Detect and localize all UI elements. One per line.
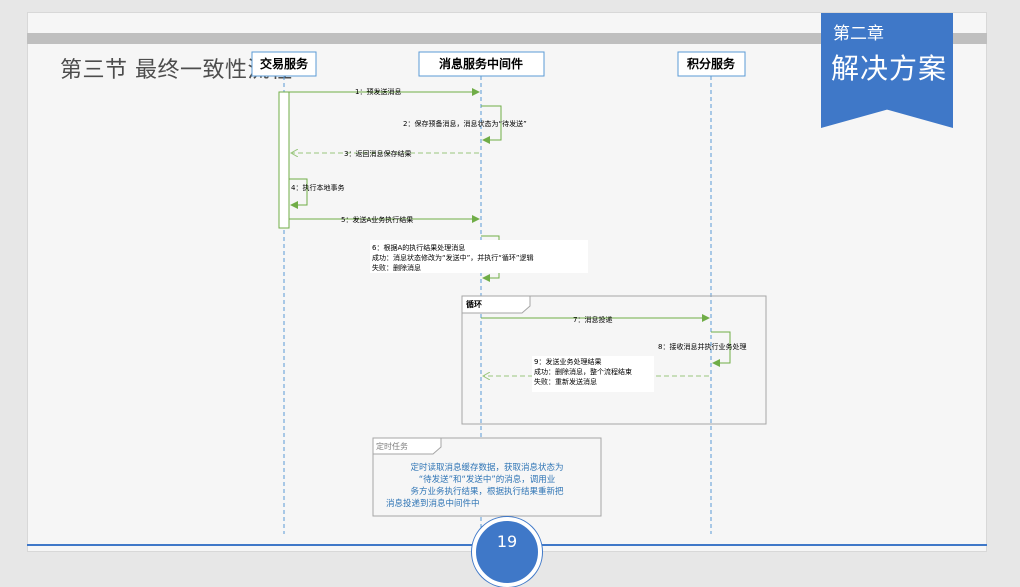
loop-label: 循环: [465, 299, 482, 309]
timer-task-frame: 定时任务 定时读取消息缓存数据，获取消息状态为 “待发送”和“发送中”的消息，调…: [372, 437, 602, 517]
sequence-diagram: 交易服务 消息服务中间件 积分服务 1：预发送消息 2：保存预备消息，消息状态为…: [251, 51, 767, 534]
chapter-number: 第二章: [833, 24, 884, 44]
message-label-8: 8：接收消息并执行业务处理: [658, 342, 746, 351]
loop-frame: 循环: [461, 295, 767, 425]
timer-task-line-1: 定时读取消息缓存数据，获取消息状态为: [410, 462, 563, 473]
message-label-6-line-1: 6：根据A的执行结果处理消息: [372, 243, 465, 252]
message-label-4: 4：执行本地事务: [291, 183, 344, 192]
message-label-9-line-1: 9：发送业务处理结果: [534, 357, 601, 366]
message-label-2: 2：保存预备消息，消息状态为“待发送”: [403, 119, 527, 128]
activation-bar: [278, 91, 290, 229]
message-label-6-line-2: 成功：消息状态修改为“发送中”，并执行“循环”逻辑: [372, 253, 534, 262]
message-label-9-line-3: 失败：重新发送消息: [534, 377, 597, 386]
message-label-1: 1：预发送消息: [355, 87, 401, 96]
chapter-banner: 第二章 解决方案: [821, 13, 953, 128]
message-label-9-line-2: 成功：删除消息，整个流程结束: [534, 367, 632, 376]
timer-task-line-4: 消息投递到消息中间件中: [386, 498, 480, 509]
timer-task-line-3: 务方业务执行结果，根据执行结果重新把: [410, 486, 564, 497]
message-label-3: 3：返回消息保存结果: [344, 149, 411, 158]
participant-label: 交易服务: [260, 56, 309, 71]
note-6-background: [370, 240, 588, 273]
page-number: 19: [472, 517, 542, 587]
chapter-name: 解决方案: [831, 52, 948, 85]
participant-trade: 交易服务: [251, 51, 317, 77]
participant-mq: 消息服务中间件: [418, 51, 545, 77]
message-label-5: 5：发送A业务执行结果: [341, 215, 413, 224]
note-9-background: [532, 356, 654, 392]
message-label-7: 7：消息投递: [573, 315, 612, 324]
participant-points: 积分服务: [677, 51, 746, 77]
message-arrow-4: [289, 178, 308, 209]
message-arrow-2: [481, 105, 502, 144]
top-bar: [27, 33, 987, 44]
timer-task-label: 定时任务: [376, 441, 408, 451]
timer-task-line-2: “待发送”和“发送中”的消息，调用业: [419, 474, 556, 485]
message-arrow-8: [711, 331, 731, 367]
participant-label: 消息服务中间件: [439, 56, 523, 71]
message-label-6-line-3: 失败：删除消息: [372, 263, 421, 272]
participant-label: 积分服务: [687, 56, 736, 71]
